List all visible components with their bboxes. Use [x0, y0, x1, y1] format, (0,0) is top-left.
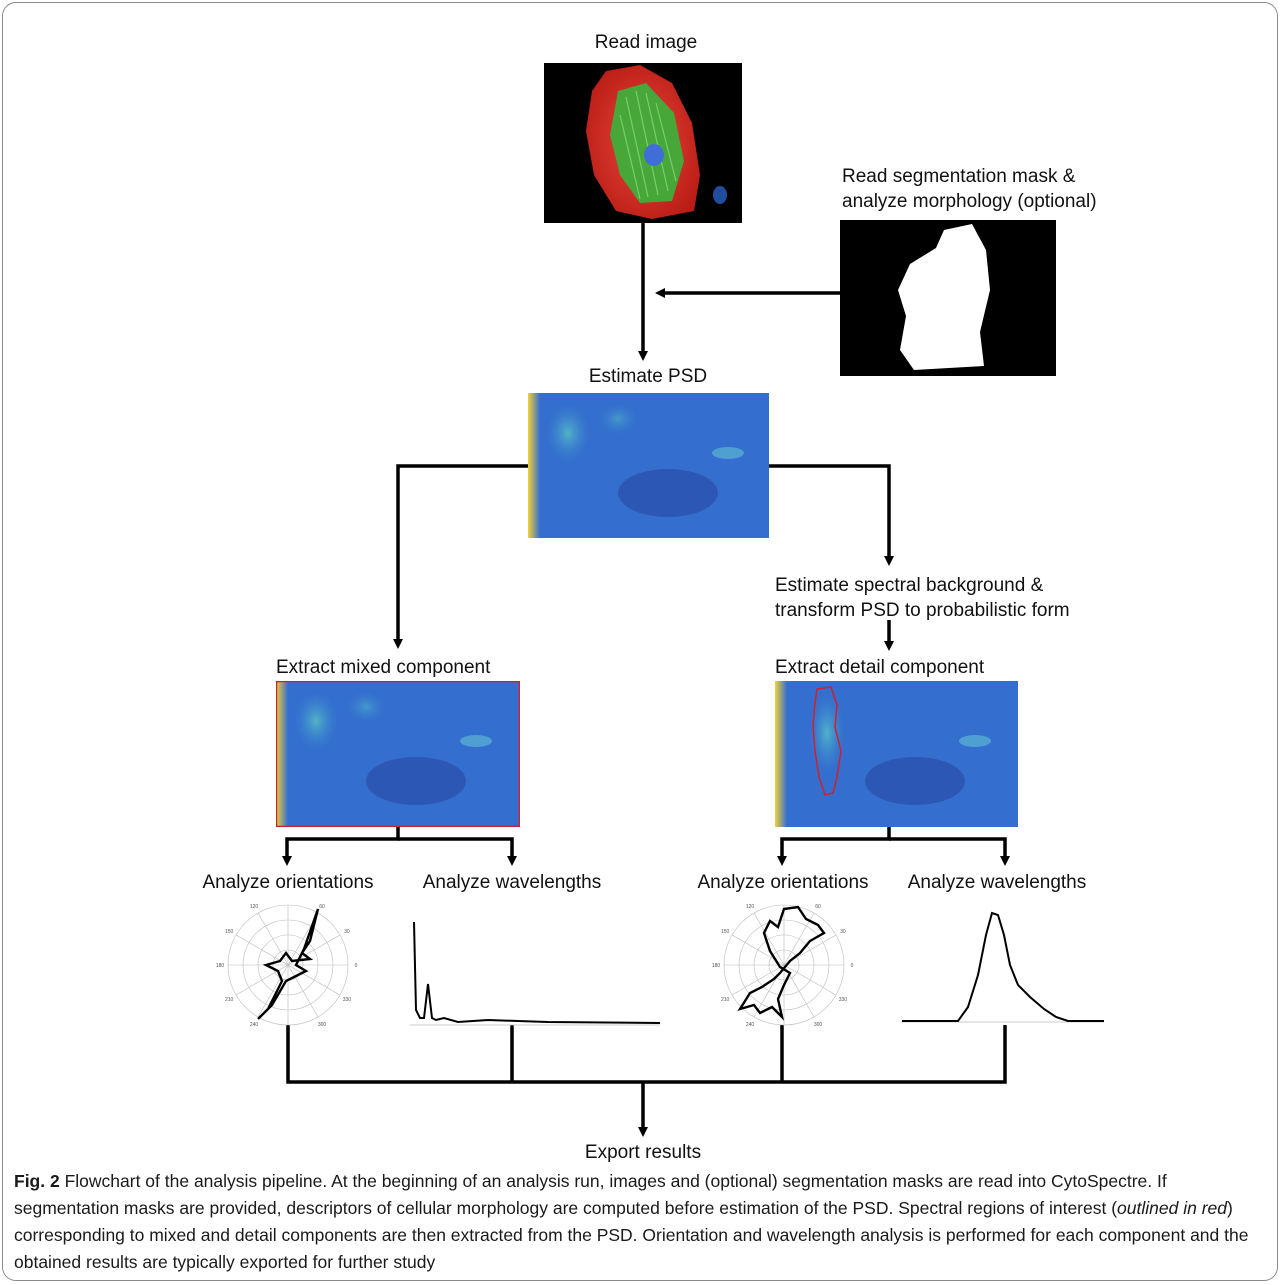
- arrow-mixed-to-orientations: [282, 827, 400, 866]
- polar-tick-label: 60: [815, 904, 821, 910]
- figure-caption: Fig. 2 Flowchart of the analysis pipelin…: [14, 1168, 1270, 1276]
- polar-tick-label: 180: [216, 963, 225, 969]
- polar-tick-label: 210: [225, 997, 234, 1003]
- polar-tick-label: 240: [250, 1022, 259, 1028]
- orientation-curve: [257, 908, 320, 1020]
- polar-tick-label: 120: [746, 904, 755, 910]
- polar-tick-label: 120: [250, 904, 259, 910]
- orientation-curve: [737, 905, 826, 1021]
- wavelength-plot-left: [410, 921, 661, 1026]
- read-mask-label-line2: analyze morphology (optional): [842, 191, 1097, 212]
- read-mask-label-line1: Read segmentation mask &: [842, 166, 1076, 187]
- arrow-psd-to-mixed: [393, 464, 528, 649]
- polar-tick-label: 240: [746, 1022, 755, 1028]
- polar-tick-label: 30: [840, 929, 846, 935]
- analyze-orientations-left-label: Analyze orientations: [202, 872, 374, 893]
- polar-tick-label: 0: [355, 963, 358, 969]
- read-image-label: Read image: [594, 32, 698, 53]
- detail-component-heatmap: [775, 681, 1018, 827]
- extract-detail-label: Extract detail component: [775, 657, 985, 678]
- polar-tick-label: 90: [285, 900, 291, 901]
- polar-tick-label: 300: [318, 1022, 327, 1028]
- arrow-detail-to-orientations: [777, 827, 891, 866]
- polar-tick-label: 210: [721, 997, 730, 1003]
- polar-tick-label: 150: [721, 929, 730, 935]
- cell-microscopy-image: [544, 63, 742, 223]
- polar-tick-label: 330: [343, 997, 352, 1003]
- results-collector-line: [286, 1025, 1007, 1084]
- orientation-polar-plot-left: 9060300330300270240210180150120: [216, 900, 358, 1028]
- figure-label: Fig. 2: [14, 1171, 60, 1191]
- estimate-background-label-line2: transform PSD to probabilistic form: [775, 600, 1070, 621]
- wavelength-curve: [902, 911, 1104, 1022]
- arrow-psd-to-background: [769, 464, 894, 566]
- segmentation-mask-image: [840, 220, 1056, 376]
- polar-tick-label: 150: [225, 929, 234, 935]
- export-results-label: Export results: [584, 1142, 702, 1163]
- polar-tick-label: 180: [712, 963, 721, 969]
- polar-tick-label: 330: [839, 997, 848, 1003]
- extract-mixed-label: Extract mixed component: [276, 657, 491, 678]
- wavelength-plot-right: [900, 911, 1104, 1023]
- estimate-psd-label: Estimate PSD: [588, 366, 708, 387]
- polar-tick-labels: 9060300330300270240210180150120: [712, 900, 854, 1028]
- mixed-component-heatmap: [276, 681, 520, 827]
- polar-tick-label: 60: [319, 904, 325, 910]
- polar-tick-label: 90: [781, 900, 787, 901]
- polar-tick-label: 30: [344, 929, 350, 935]
- roi-outline: [276, 681, 520, 827]
- estimate-background-label-line1: Estimate spectral background &: [775, 575, 1044, 596]
- polar-tick-label: 300: [814, 1022, 823, 1028]
- analyze-wavelengths-right-label: Analyze wavelengths: [907, 872, 1087, 893]
- polar-tick-label: 0: [851, 963, 854, 969]
- caption-text-2: ) corresponding to mixed and detail comp…: [14, 1198, 1249, 1272]
- psd-heatmap: [528, 393, 769, 538]
- polar-tick-labels: 9060300330300270240210180150120: [216, 900, 358, 1028]
- orientation-polar-plot-right: 9060300330300270240210180150120: [712, 900, 854, 1028]
- analyze-orientations-right-label: Analyze orientations: [697, 872, 869, 893]
- caption-italic: outlined in red: [1117, 1198, 1227, 1218]
- wavelength-curve: [413, 921, 661, 1024]
- roi-outline: [812, 686, 842, 796]
- caption-text-1: Flowchart of the analysis pipeline. At t…: [14, 1171, 1167, 1218]
- analyze-wavelengths-left-label: Analyze wavelengths: [422, 872, 602, 893]
